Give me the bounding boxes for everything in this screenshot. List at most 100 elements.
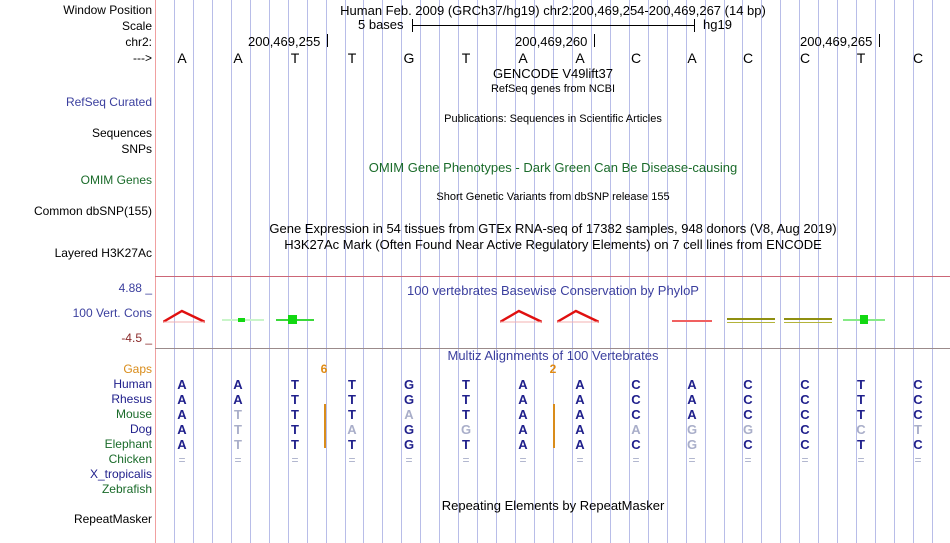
alignment-base[interactable]: A: [631, 422, 641, 437]
alignment-gap-marker[interactable]: =: [801, 453, 809, 467]
alignment-base[interactable]: C: [631, 437, 641, 452]
alignment-base[interactable]: C: [631, 377, 641, 392]
label-species-rhesus[interactable]: Rhesus: [111, 392, 152, 406]
alignment-insertion-bar[interactable]: [553, 404, 555, 448]
cons-olive-bar[interactable]: [784, 318, 832, 320]
alignment-base[interactable]: T: [857, 407, 865, 422]
reference-base[interactable]: C: [742, 50, 754, 66]
reference-base[interactable]: A: [233, 50, 243, 66]
cons-arc[interactable]: [557, 309, 599, 325]
alignment-base[interactable]: T: [462, 437, 470, 452]
alignment-base[interactable]: A: [177, 407, 187, 422]
alignment-base[interactable]: T: [291, 377, 299, 392]
alignment-base[interactable]: T: [291, 437, 299, 452]
alignment-base[interactable]: A: [575, 377, 585, 392]
alignment-base[interactable]: T: [348, 392, 356, 407]
alignment-base[interactable]: A: [404, 407, 414, 422]
alignment-gap-marker[interactable]: =: [744, 453, 752, 467]
cons-green-block[interactable]: [288, 315, 297, 324]
label-species-mouse[interactable]: Mouse: [115, 407, 152, 421]
alignment-base[interactable]: A: [518, 407, 528, 422]
label-omim-genes[interactable]: OMIM Genes: [80, 173, 152, 187]
reference-base[interactable]: T: [347, 50, 357, 66]
reference-base[interactable]: A: [518, 50, 528, 66]
alignment-base[interactable]: A: [233, 392, 243, 407]
reference-base[interactable]: T: [856, 50, 866, 66]
alignment-base[interactable]: A: [233, 377, 243, 392]
alignment-gap-marker[interactable]: =: [914, 453, 922, 467]
label-strand-arrow[interactable]: --->: [133, 51, 152, 65]
label-window-position[interactable]: Window Position: [63, 3, 152, 17]
alignment-base[interactable]: T: [462, 392, 470, 407]
alignment-gap-marker[interactable]: =: [688, 453, 696, 467]
alignment-base[interactable]: A: [687, 407, 697, 422]
reference-base[interactable]: A: [177, 50, 187, 66]
cons-green-block[interactable]: [860, 315, 868, 324]
alignment-base[interactable]: G: [742, 422, 754, 437]
alignment-base[interactable]: G: [686, 422, 698, 437]
alignment-base[interactable]: T: [291, 422, 299, 437]
alignment-base[interactable]: A: [518, 422, 528, 437]
alignment-base[interactable]: C: [800, 422, 810, 437]
alignment-base[interactable]: C: [800, 407, 810, 422]
alignment-gap-marker[interactable]: =: [178, 453, 186, 467]
alignment-base[interactable]: T: [462, 377, 470, 392]
reference-base[interactable]: C: [799, 50, 811, 66]
alignment-base[interactable]: C: [913, 392, 923, 407]
alignment-base[interactable]: A: [518, 377, 528, 392]
alignment-base[interactable]: T: [857, 437, 865, 452]
alignment-base[interactable]: A: [575, 437, 585, 452]
alignment-base[interactable]: T: [857, 377, 865, 392]
alignment-base[interactable]: C: [631, 392, 641, 407]
reference-base[interactable]: A: [687, 50, 697, 66]
label-species-zebrafish[interactable]: Zebrafish: [101, 482, 152, 496]
alignment-base[interactable]: A: [347, 422, 357, 437]
alignment-base[interactable]: A: [575, 392, 585, 407]
alignment-gap-marker[interactable]: =: [348, 453, 356, 467]
alignment-base[interactable]: G: [403, 392, 415, 407]
label-species-elephant[interactable]: Elephant: [104, 437, 152, 451]
alignment-base[interactable]: T: [462, 407, 470, 422]
alignment-base[interactable]: G: [403, 377, 415, 392]
reference-base[interactable]: T: [461, 50, 471, 66]
cons-olive-bar[interactable]: [727, 318, 775, 320]
alignment-base[interactable]: A: [518, 392, 528, 407]
label-species-human[interactable]: Human: [113, 377, 152, 391]
reference-base[interactable]: G: [403, 50, 415, 66]
alignment-base[interactable]: T: [857, 392, 865, 407]
alignment-base[interactable]: A: [518, 437, 528, 452]
alignment-gap-marker[interactable]: =: [291, 453, 299, 467]
alignment-base[interactable]: A: [177, 392, 187, 407]
alignment-gap-marker[interactable]: =: [857, 453, 865, 467]
label-repeatmasker[interactable]: RepeatMasker: [73, 512, 152, 526]
alignment-base[interactable]: C: [856, 422, 866, 437]
label-species-dog[interactable]: Dog: [129, 422, 152, 436]
alignment-gap-marker[interactable]: =: [405, 453, 413, 467]
alignment-gap-marker[interactable]: =: [632, 453, 640, 467]
cons-green-block[interactable]: [238, 318, 245, 322]
alignment-base[interactable]: T: [234, 437, 242, 452]
label-layered-h3k27ac[interactable]: Layered H3K27Ac: [54, 246, 152, 260]
reference-base[interactable]: A: [575, 50, 585, 66]
label-gaps[interactable]: Gaps: [123, 362, 152, 376]
cons-arc[interactable]: [500, 309, 542, 325]
alignment-base[interactable]: A: [177, 437, 187, 452]
alignment-base[interactable]: C: [743, 377, 753, 392]
alignment-base[interactable]: G: [460, 422, 472, 437]
alignment-base[interactable]: T: [234, 407, 242, 422]
alignment-base[interactable]: T: [348, 437, 356, 452]
reference-base[interactable]: C: [912, 50, 924, 66]
alignment-base[interactable]: C: [913, 407, 923, 422]
label-refseq-curated[interactable]: RefSeq Curated: [65, 95, 152, 109]
label-vert-cons[interactable]: 100 Vert. Cons: [72, 306, 152, 320]
reference-base[interactable]: C: [630, 50, 642, 66]
alignment-base[interactable]: C: [743, 392, 753, 407]
alignment-base[interactable]: C: [913, 377, 923, 392]
alignment-base[interactable]: G: [403, 422, 415, 437]
alignment-base[interactable]: A: [177, 377, 187, 392]
alignment-base[interactable]: C: [913, 437, 923, 452]
alignment-base[interactable]: G: [686, 437, 698, 452]
alignment-base[interactable]: T: [234, 422, 242, 437]
alignment-base[interactable]: A: [687, 392, 697, 407]
alignment-base[interactable]: T: [291, 407, 299, 422]
